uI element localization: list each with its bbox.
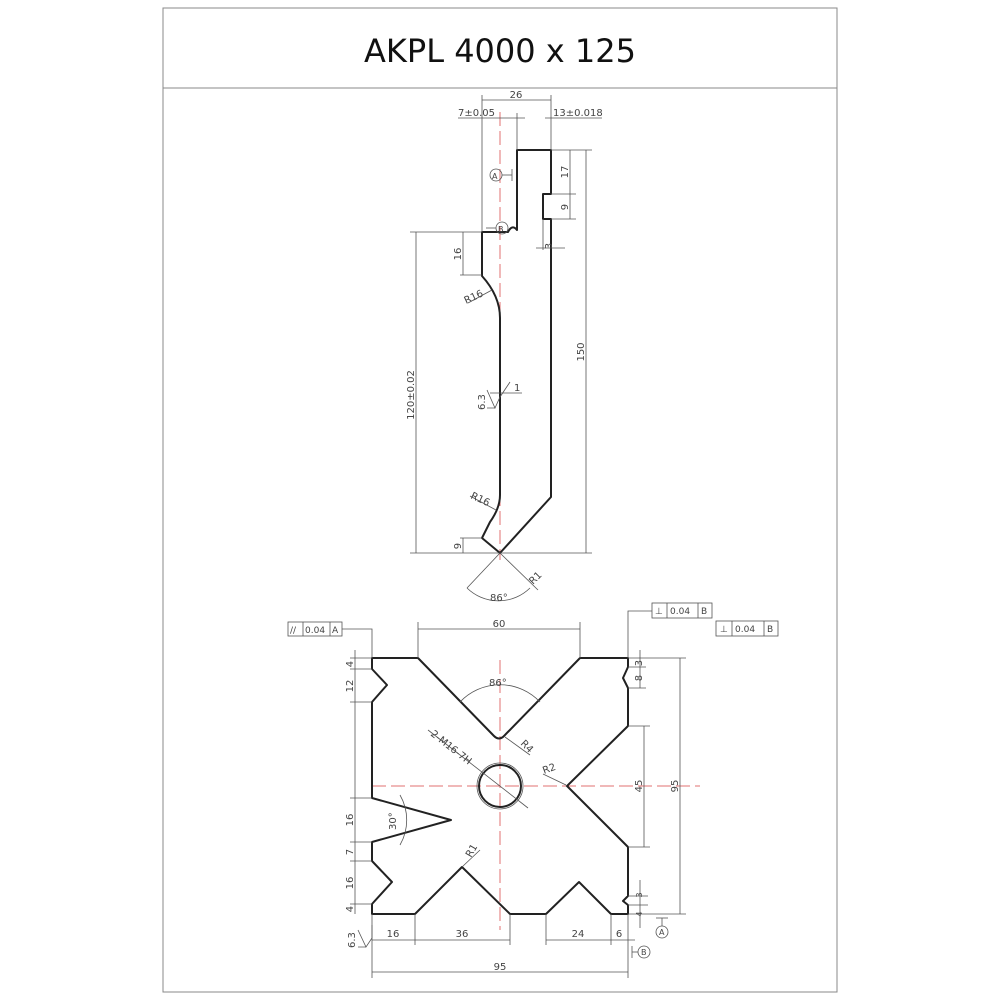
leader-r1 — [499, 552, 539, 591]
leader-r16 — [469, 495, 497, 511]
tolerance-datum: B — [767, 625, 773, 635]
leader-thread — [427, 729, 529, 809]
tolerance-leader — [627, 610, 652, 658]
angle-30-arc — [399, 794, 408, 846]
dim-16-label: 16 — [453, 248, 464, 261]
dim-17-label: 17 — [560, 166, 571, 179]
dim-13-label: 13±0.018 — [553, 108, 603, 119]
datum-b-label: B — [641, 948, 647, 957]
tolerance-frame-perpendicular-2: ⊥ 0.04 B — [715, 620, 779, 637]
tip-angle-arc — [466, 587, 531, 602]
die-block-view: 2-M16-7H 60 86° R4 R2 R1 30° 4 12 16 7 1… — [287, 602, 779, 978]
radius-lower-label: R16 — [469, 491, 491, 509]
tip-angle-label: 86° — [490, 593, 508, 604]
roughness-label: 6.3 — [477, 394, 488, 410]
dim-left-16b-label: 16 — [345, 877, 356, 890]
dim-tip-9-label: 9 — [453, 543, 464, 549]
radius-r2-label: R2 — [541, 762, 557, 777]
datum-b-label: B — [498, 225, 504, 234]
dim-150-label: 150 — [576, 342, 587, 361]
tolerance-box — [287, 621, 343, 637]
tolerance-frame-perpendicular-1: ⊥ 0.04 B — [627, 602, 713, 658]
datum-a-label: A — [492, 172, 498, 181]
radius-r1-label: R1 — [464, 842, 480, 859]
perpendicular-icon: ⊥ — [720, 625, 728, 635]
dim-120-label: 120±0.02 — [406, 370, 417, 420]
tolerance-datum: B — [701, 607, 707, 617]
dim-26-label: 26 — [510, 90, 523, 101]
tolerance-box — [715, 620, 779, 637]
angle-top-label: 86° — [489, 678, 507, 689]
dim-3-label: 3 — [544, 243, 555, 249]
radius-upper-label: R16 — [463, 288, 485, 306]
punch-outline — [481, 149, 552, 554]
dim-left-4b-label: 4 — [345, 906, 356, 912]
leader-r16 — [467, 289, 493, 304]
datum-a-label: A — [659, 928, 665, 937]
drawing-title: AKPL 4000 x 125 — [364, 32, 636, 70]
dim-left-16a-label: 16 — [345, 814, 356, 827]
tip-radius-label: R1 — [527, 570, 544, 587]
dim-right-95-label: 95 — [670, 780, 681, 793]
ext-line — [466, 552, 501, 589]
dim-bottom-36-label: 36 — [456, 929, 469, 940]
parallel-icon: // — [290, 626, 297, 636]
leader-r2 — [542, 773, 567, 786]
surface-roughness-icon — [357, 925, 373, 948]
dim-bottom-95-label: 95 — [494, 962, 507, 973]
dim-bottom-24-label: 24 — [572, 929, 585, 940]
dim-right-3b-label: 3 — [635, 892, 644, 897]
perpendicular-icon: ⊥ — [655, 607, 663, 617]
radius-r4-label: R4 — [518, 738, 535, 755]
surface-roughness-icon — [486, 381, 511, 409]
tolerance-datum: A — [332, 626, 339, 636]
thread-outline — [476, 762, 524, 810]
roughness-label: 6.3 — [347, 932, 358, 948]
dim-left-7-label: 7 — [345, 849, 356, 855]
dim-right-45-label: 45 — [634, 780, 645, 793]
tolerance-value: 0.04 — [735, 625, 755, 635]
top-angle-arc — [459, 684, 541, 703]
dim-left-4a-label: 4 — [345, 661, 356, 667]
dim-right-4-label: 4 — [635, 911, 644, 916]
drawing-frame — [162, 7, 838, 993]
tolerance-value: 0.04 — [305, 626, 325, 636]
dim-top-60-label: 60 — [493, 619, 506, 630]
tolerance-value: 0.04 — [670, 607, 690, 617]
thread-label: 2-M16-7H — [428, 729, 473, 768]
dim-9-label: 9 — [560, 204, 571, 210]
dim-right-8-label: 8 — [634, 675, 645, 681]
die-block-outline — [371, 657, 629, 915]
dim-left-12-label: 12 — [345, 680, 356, 693]
leader-r4 — [504, 736, 531, 756]
angle-30-label: 30° — [388, 812, 399, 830]
threaded-hole — [478, 764, 522, 808]
leader-r1 — [461, 849, 481, 868]
tolerance-frame-parallel: // 0.04 A — [287, 621, 373, 658]
dim-bottom-6-label: 6 — [616, 929, 622, 940]
offset-1-label: 1 — [514, 383, 520, 394]
punch-profile-view: 26 7±0.05 13±0.018 17 9 3 150 120±0.02 1… — [406, 90, 603, 604]
dim-right-3-label: 3 — [634, 660, 645, 666]
dim-bottom-16-label: 16 — [387, 929, 400, 940]
tolerance-leader — [342, 628, 373, 658]
dim-7-label: 7±0.05 — [458, 108, 495, 119]
